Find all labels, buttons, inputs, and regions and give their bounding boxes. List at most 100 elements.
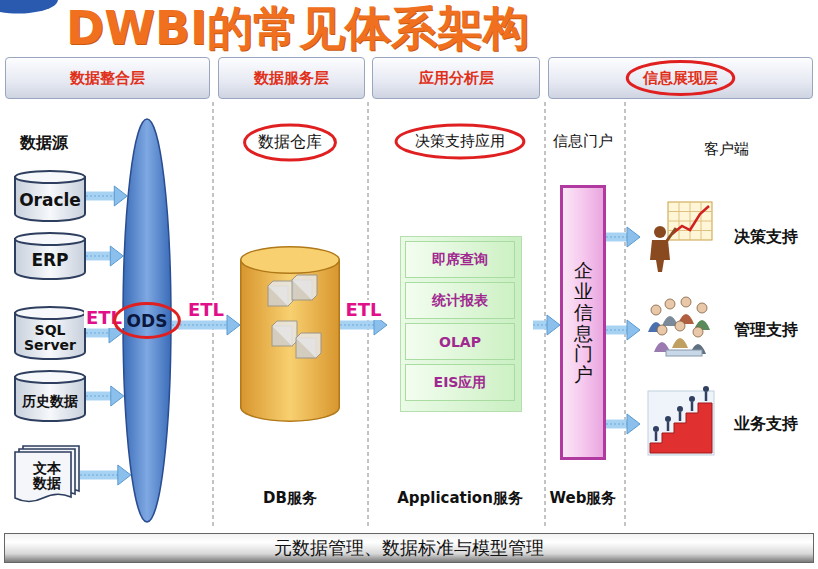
- database-cylinder: SQL Server: [14, 306, 86, 360]
- diagram-title: DWBI的常见体系架构: [66, 0, 529, 60]
- person-body: [650, 240, 670, 272]
- cylinder-top: [15, 371, 85, 383]
- cylinder-body: [241, 260, 340, 421]
- person-head: [657, 325, 667, 335]
- highlight-ring: [396, 125, 524, 158]
- database-cylinder: ERP: [14, 232, 86, 280]
- climber-body: [679, 412, 682, 421]
- flow-arrow: [80, 465, 131, 485]
- cylinder-top: [15, 233, 85, 245]
- arrow-body: [86, 192, 115, 201]
- chart-board: [668, 202, 712, 240]
- flow-arrow: [86, 186, 127, 206]
- warehouse-shape: [240, 246, 340, 422]
- arrow-stripe: [86, 196, 115, 197]
- person-body: [672, 338, 688, 348]
- client-item: 业务支持: [640, 385, 812, 463]
- arrow-head: [110, 246, 123, 266]
- label-text: 数据服务层: [254, 69, 329, 88]
- arrow-body: [606, 326, 628, 335]
- column-label: 数据源: [20, 133, 68, 154]
- client-icon: [646, 290, 718, 370]
- arrow-head: [118, 465, 131, 485]
- arrow-stripe: [86, 333, 110, 334]
- icon-ground: [648, 391, 714, 455]
- person-head: [681, 297, 691, 307]
- label-text: 即席查询: [432, 251, 488, 269]
- highlight-ring: [245, 125, 336, 160]
- logo-arc: [0, 0, 58, 14]
- label-text: 业务支持: [734, 414, 798, 435]
- arrow-stripe: [80, 475, 119, 476]
- column-dividers: [213, 102, 625, 528]
- label-text: ERP: [31, 252, 68, 270]
- layer-tab: 应用分析层: [372, 57, 540, 99]
- edge-label: ETL: [186, 300, 226, 320]
- metadata-band: 元数据管理、数据标准与模型管理: [4, 533, 814, 563]
- label-text: DB服务: [263, 489, 317, 508]
- arrow-stripe: [86, 396, 112, 397]
- function-box: OLAP: [405, 323, 515, 360]
- arrow-stripe: [86, 256, 111, 257]
- label-text: 信息展现层: [643, 69, 718, 88]
- label-text: 企业信息门户: [574, 260, 593, 385]
- label-text: 文本数据: [32, 461, 61, 492]
- person-head: [675, 321, 685, 331]
- edge-label: ETL: [84, 308, 124, 328]
- arrow-head: [627, 320, 640, 340]
- climber-head: [703, 386, 709, 392]
- label-text: 数据整合层: [70, 69, 145, 88]
- label-text: EIS应用: [434, 374, 487, 392]
- person-head: [665, 299, 675, 309]
- person-head: [693, 327, 703, 337]
- arrow-body: [340, 321, 375, 330]
- label-text: ODS: [127, 311, 168, 331]
- label-text: Web服务: [550, 489, 617, 508]
- arrow-stripe: [606, 424, 628, 425]
- label-text: Oracle: [19, 192, 81, 210]
- arrow-body: [606, 233, 628, 242]
- climber-body: [667, 422, 670, 431]
- flow-arrow: [606, 227, 640, 247]
- arrow-head: [627, 227, 640, 247]
- arrow-body: [86, 392, 112, 401]
- cylinder-top: [15, 307, 85, 319]
- function-box: 即席查询: [405, 241, 515, 278]
- application-panel: 决策支持应用Application服务即席查询统计报表OLAPEIS应用: [387, 128, 533, 512]
- arrow-head: [111, 386, 124, 406]
- label-text: 统计报表: [432, 292, 488, 310]
- flow-arrow: [606, 320, 640, 340]
- database-cylinder: Oracle: [14, 170, 86, 222]
- flow-arrow: [533, 315, 560, 335]
- arrow-body: [80, 471, 119, 480]
- climber-body: [691, 402, 694, 411]
- arrow-body: [606, 420, 628, 429]
- cylinder-top: [15, 171, 85, 183]
- document-stack: 文本数据: [14, 445, 80, 505]
- climber-body: [705, 392, 708, 401]
- label-text: 决策支持: [734, 227, 798, 248]
- portal-box: 信息门户企业信息门户Web服务: [560, 128, 606, 512]
- table: [666, 350, 702, 356]
- function-box: 统计报表: [405, 282, 515, 319]
- climber-head: [653, 426, 659, 432]
- arrow-body: [172, 321, 228, 330]
- person-head: [651, 305, 661, 315]
- arrow-stripe: [606, 330, 628, 331]
- document-sheet: [15, 452, 71, 502]
- edge-label: ETL: [343, 300, 383, 320]
- label-text: 决策支持应用: [415, 132, 505, 151]
- arrow-stripe: [340, 325, 375, 326]
- arrow-head: [627, 414, 640, 434]
- label-text: 管理支持: [734, 320, 798, 341]
- trend-line: [672, 206, 709, 234]
- label-text: 数据仓库: [258, 132, 322, 153]
- label-text: OLAP: [439, 334, 481, 350]
- arrow-head: [227, 315, 240, 335]
- arrow-stripe: [533, 325, 548, 326]
- function-box: EIS应用: [405, 364, 515, 401]
- client-icon: [646, 385, 718, 463]
- layer-tab: 数据整合层: [5, 57, 210, 99]
- ods-ellipse: ODS: [122, 118, 172, 523]
